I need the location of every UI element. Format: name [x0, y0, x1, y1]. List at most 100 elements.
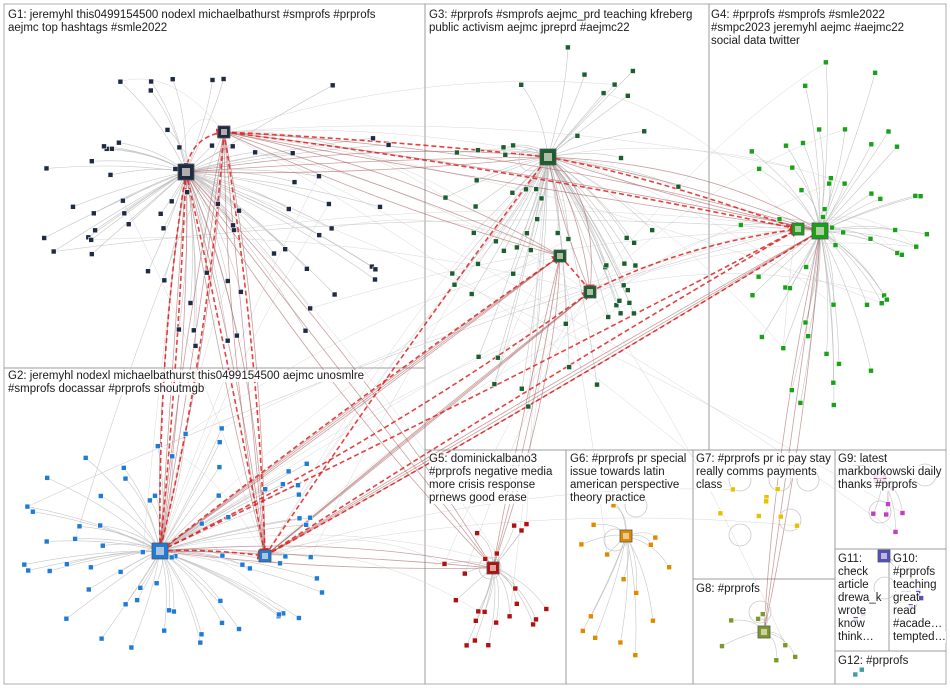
node	[533, 186, 540, 192]
node	[101, 143, 107, 150]
node	[885, 501, 891, 507]
edge-light	[185, 171, 308, 270]
node	[579, 628, 586, 634]
edge-mid	[159, 255, 561, 552]
edge-light	[91, 171, 187, 241]
edge-light	[46, 165, 187, 173]
edge-light	[547, 156, 784, 349]
edge-light	[547, 156, 598, 385]
edge-mid	[185, 171, 494, 569]
node	[830, 379, 837, 386]
node	[600, 90, 607, 96]
node	[148, 87, 154, 94]
edge-light	[625, 535, 654, 621]
edge-mid	[264, 291, 591, 557]
node	[510, 142, 516, 149]
node	[830, 402, 837, 408]
node	[578, 541, 585, 548]
hub-node-avatar	[182, 168, 190, 176]
node	[511, 522, 517, 529]
node	[885, 128, 892, 135]
node	[510, 270, 517, 277]
edge-mid	[223, 131, 821, 232]
edge-mid	[223, 131, 266, 557]
node	[247, 565, 253, 572]
node	[370, 135, 376, 142]
node	[783, 142, 789, 149]
edge-strong	[157, 131, 225, 553]
node	[475, 147, 481, 153]
edge-light	[185, 171, 376, 270]
edge-light	[233, 210, 821, 232]
edge-light	[223, 131, 882, 304]
edge-light	[85, 457, 161, 552]
node	[121, 465, 127, 471]
edge-light	[819, 146, 898, 232]
node	[326, 201, 332, 207]
node	[626, 300, 633, 306]
node	[171, 608, 177, 615]
self-loop	[868, 500, 892, 524]
node	[631, 240, 637, 246]
node	[285, 468, 292, 475]
edge-light	[758, 230, 821, 277]
node	[868, 190, 875, 197]
node	[463, 642, 470, 649]
edge-light	[819, 62, 828, 232]
node	[530, 621, 536, 628]
hub-node-avatar	[490, 565, 496, 571]
node	[64, 561, 70, 568]
node	[792, 654, 799, 660]
edge-light	[157, 445, 266, 557]
node	[89, 158, 95, 164]
node	[755, 513, 762, 519]
node	[641, 128, 648, 135]
edge-mid	[185, 156, 549, 174]
hub-node-avatar	[557, 253, 563, 259]
group-label-g9: G9: latest markborkowski daily thanks #p…	[838, 453, 942, 491]
node	[562, 320, 569, 327]
node	[72, 536, 78, 542]
node	[97, 522, 103, 529]
node	[441, 561, 448, 567]
node	[523, 186, 529, 193]
node	[794, 522, 800, 529]
node	[826, 180, 833, 187]
group-label-g4: G4: #prprofs #smprofs #smle2022 #smpc202…	[711, 9, 905, 47]
edge-light	[185, 79, 213, 173]
edge-light	[547, 74, 585, 158]
edge-strong	[223, 131, 270, 558]
edge-light	[589, 62, 827, 293]
edge-strong	[223, 131, 800, 233]
node	[820, 214, 826, 220]
node	[225, 278, 231, 284]
edge-light	[603, 92, 799, 230]
node	[328, 225, 335, 232]
node	[604, 551, 610, 558]
edge-mid	[159, 171, 187, 552]
panel-g12	[834, 650, 947, 685]
node	[798, 187, 805, 193]
node	[236, 207, 242, 214]
node	[913, 243, 920, 250]
edge-light	[122, 200, 266, 557]
node	[192, 343, 199, 349]
node	[864, 301, 870, 308]
node	[917, 193, 924, 199]
node	[841, 180, 848, 187]
node	[182, 431, 189, 437]
node	[802, 83, 809, 89]
node	[25, 567, 32, 574]
node	[303, 460, 310, 467]
edge-light	[264, 188, 537, 557]
node	[109, 146, 115, 152]
node	[454, 149, 460, 156]
node	[215, 492, 222, 499]
node	[787, 285, 793, 291]
node	[372, 266, 379, 273]
node	[756, 166, 762, 172]
edge-light	[547, 156, 627, 239]
panel-g2	[3, 367, 426, 685]
node	[319, 589, 325, 596]
